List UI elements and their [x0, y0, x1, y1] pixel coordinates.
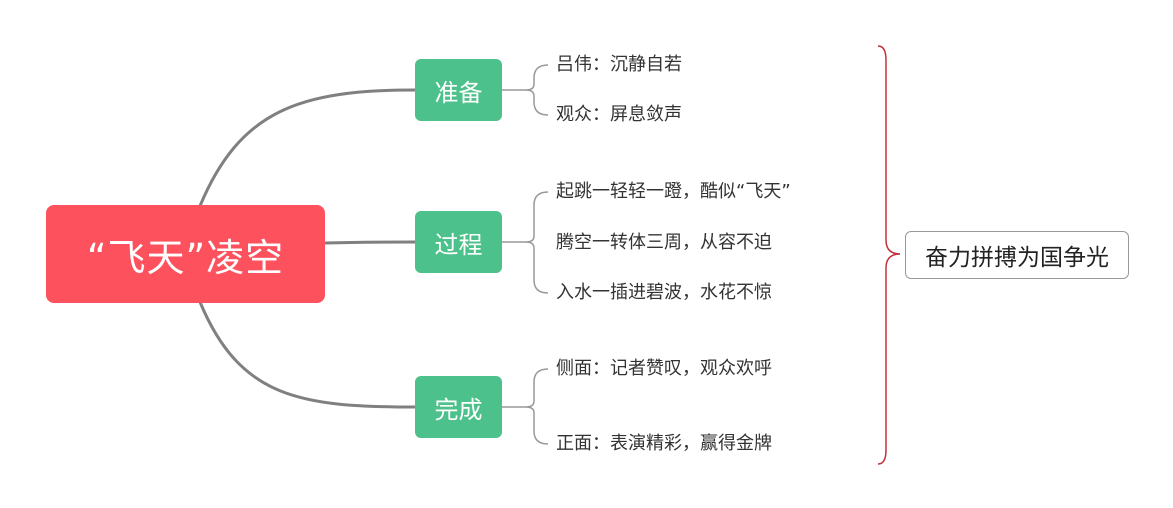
- leaf-complete-1[interactable]: 侧面：记者赞叹，观众欢呼: [556, 358, 772, 379]
- leaf-process-2[interactable]: 腾空一转体三周，从容不迫: [556, 232, 772, 253]
- summary-node[interactable]: 奋力拼搏为国争光: [905, 231, 1129, 279]
- bracket-process: [502, 191, 549, 294]
- branch-node-prepare[interactable]: 准备: [415, 59, 502, 121]
- leaf-process-1[interactable]: 起跳一轻轻一蹬，酷似“飞天”: [556, 181, 791, 202]
- summary-brace: [877, 45, 901, 465]
- leaf-prepare-1[interactable]: 吕伟：沉静自若: [556, 54, 682, 75]
- connector-root-to-prepare: [198, 88, 416, 207]
- leaf-process-3[interactable]: 入水一插进碧波，水花不惊: [556, 282, 772, 303]
- root-node[interactable]: “飞天”凌空: [46, 205, 325, 303]
- connector-root-to-process: [324, 240, 416, 245]
- branch-node-complete[interactable]: 完成: [415, 376, 502, 438]
- leaf-complete-2[interactable]: 正面：表演精彩，赢得金牌: [556, 433, 772, 454]
- bracket-prepare: [502, 64, 549, 116]
- branch-node-process[interactable]: 过程: [415, 211, 502, 273]
- leaf-prepare-2[interactable]: 观众：屏息敛声: [556, 104, 682, 125]
- connector-root-to-complete: [198, 301, 416, 409]
- bracket-complete: [502, 368, 549, 445]
